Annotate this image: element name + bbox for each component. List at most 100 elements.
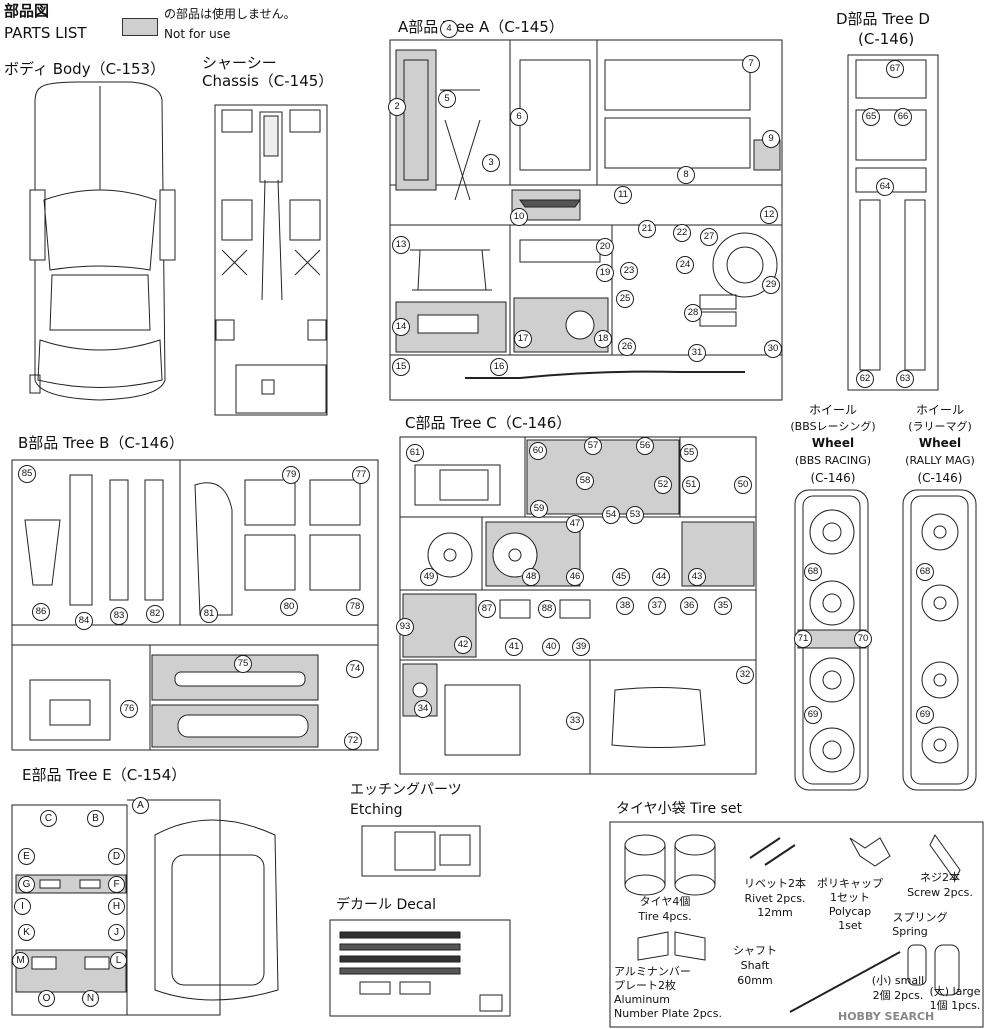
part-number-tree_b-78: 78 [346, 598, 364, 616]
part-number-tree_c-39: 39 [572, 638, 590, 656]
polycap-jp2: 1セット [830, 891, 870, 904]
part-number-tree_c-38: 38 [616, 597, 634, 615]
tree-e-letter-B: B [87, 810, 104, 827]
polycap-jp: ポリキャップ [817, 877, 883, 890]
rivet-en: Rivet 2pcs. [744, 892, 806, 905]
watermark: HOBBY SEARCH [838, 1010, 935, 1023]
wheel-bbs-jp: ホイール [808, 403, 857, 417]
part-number-tree_c-58: 58 [576, 472, 594, 490]
part-number-tree_c-46: 46 [566, 568, 584, 586]
part-number-tree_c-40: 40 [542, 638, 560, 656]
spring-large-qty: 1個 1pcs. [929, 999, 981, 1012]
part-number-tree_a-26: 26 [618, 338, 636, 356]
tire-jp: タイヤ4個 [639, 895, 691, 908]
part-number-tree_c-56: 56 [636, 437, 654, 455]
spring-small: (小) small [871, 974, 925, 987]
part-number-tree_a-11: 11 [614, 186, 632, 204]
part-number-tree_a-19: 19 [596, 264, 614, 282]
part-number-tree_a-6: 6 [510, 108, 528, 126]
wheel-bbs-en2: (BBS RACING) [794, 454, 872, 467]
part-number-tree_c-55: 55 [680, 444, 698, 462]
wheel-rally-jp2: (ラリーマグ) [908, 420, 972, 433]
part-number-tree_a-5: 5 [438, 90, 456, 108]
part-number-tree_b-82: 82 [146, 605, 164, 623]
part-number-tree_b-75: 75 [234, 655, 252, 673]
wheel-bbs-code: (C-146) [810, 471, 856, 485]
plate-en2: Number Plate 2pcs. [614, 1007, 722, 1020]
part-number-wheel_rally-69: 69 [916, 706, 934, 724]
part-number-tree_c-45: 45 [612, 568, 630, 586]
part-number-tree_a-18: 18 [594, 330, 612, 348]
spring-small-qty: 2個 2pcs. [872, 989, 924, 1002]
wheel-rally-code: (C-146) [917, 471, 963, 485]
tire-set-panel [609, 821, 984, 1028]
part-number-tree_c-88: 88 [538, 600, 556, 618]
part-number-tree_c-35: 35 [714, 597, 732, 615]
part-number-tree_a-7: 7 [742, 55, 760, 73]
part-number-tree_a-21: 21 [638, 220, 656, 238]
rivet-size: 12mm [757, 906, 793, 919]
part-number-tree_b-81: 81 [200, 605, 218, 623]
part-number-tree_a-24: 24 [676, 256, 694, 274]
part-number-tree_a-25: 25 [616, 290, 634, 308]
shaft-en: Shaft [740, 959, 770, 972]
part-number-tree_c-49: 49 [420, 568, 438, 586]
etching-sheet [361, 825, 481, 877]
part-number-tree_c-53: 53 [626, 506, 644, 524]
part-number-tree_c-60: 60 [529, 442, 547, 460]
part-number-tree_c-48: 48 [522, 568, 540, 586]
part-number-tree_b-84: 84 [75, 612, 93, 630]
part-number-wheel_bbs-70: 70 [854, 630, 872, 648]
part-number-tree_d-62: 62 [856, 370, 874, 388]
part-number-tree_c-87: 87 [478, 600, 496, 618]
part-number-tree_a-13: 13 [392, 236, 410, 254]
part-number-tree_a-27: 27 [700, 228, 718, 246]
part-number-tree_b-76: 76 [120, 700, 138, 718]
part-number-tree_c-37: 37 [648, 597, 666, 615]
tree-d-frame [847, 54, 939, 391]
unused-swatch [122, 18, 158, 36]
part-number-tree_c-54: 54 [602, 506, 620, 524]
etching-en: Etching [350, 802, 403, 818]
decal-label: デカール Decal [336, 897, 437, 913]
part-number-tree_d-63: 63 [896, 370, 914, 388]
tree-e-label: E部品 Tree E（C-154） [22, 766, 187, 784]
part-number-tree_c-57: 57 [584, 437, 602, 455]
tire-en: Tire 4pcs. [638, 910, 692, 923]
part-number-tree_c-50: 50 [734, 476, 752, 494]
part-number-tree_a-8: 8 [677, 166, 695, 184]
part-number-tree_c-51: 51 [682, 476, 700, 494]
wheel-rally-en2: (RALLY MAG) [905, 454, 975, 467]
tree-b-frame [11, 459, 379, 751]
part-number-wheel_bbs-69: 69 [804, 706, 822, 724]
wheel-bbs-jp2: (BBSレーシング) [790, 420, 876, 433]
legend-jp: の部品は使用しません。 [164, 7, 296, 21]
part-number-tree_c-52: 52 [654, 476, 672, 494]
part-number-tree_a-28: 28 [684, 304, 702, 322]
part-number-tree_c-32: 32 [736, 666, 754, 684]
part-number-tree_c-34: 34 [414, 700, 432, 718]
part-number-wheel_bbs-68: 68 [804, 563, 822, 581]
part-number-tree_c-93: 93 [396, 618, 414, 636]
tree-e-letter-A: A [132, 797, 149, 814]
part-number-tree_a-23: 23 [620, 262, 638, 280]
part-number-tree_d-65: 65 [862, 108, 880, 126]
decal-sheet [329, 919, 511, 1017]
part-number-tree_a-31: 31 [688, 344, 706, 362]
part-number-tree_c-47: 47 [566, 515, 584, 533]
part-number-tree_b-83: 83 [110, 607, 128, 625]
plate-jp2: プレート2枚 [614, 979, 676, 992]
part-number-tree_b-80: 80 [280, 598, 298, 616]
tree-e-letter-E: E [18, 848, 35, 865]
tree-a-label: A部品 Tree A（C-145） [398, 18, 564, 36]
part-number-tree_d-67: 67 [886, 60, 904, 78]
tree-e-letter-M: M [12, 952, 29, 969]
part-number-tree_a-4: 4 [440, 20, 458, 38]
part-number-tree_a-30: 30 [764, 340, 782, 358]
part-number-tree_d-66: 66 [894, 108, 912, 126]
part-number-tree_c-41: 41 [505, 638, 523, 656]
tree-e-letter-I: I [14, 898, 31, 915]
part-number-tree_a-10: 10 [510, 208, 528, 226]
title-jp: 部品図 [4, 2, 50, 20]
